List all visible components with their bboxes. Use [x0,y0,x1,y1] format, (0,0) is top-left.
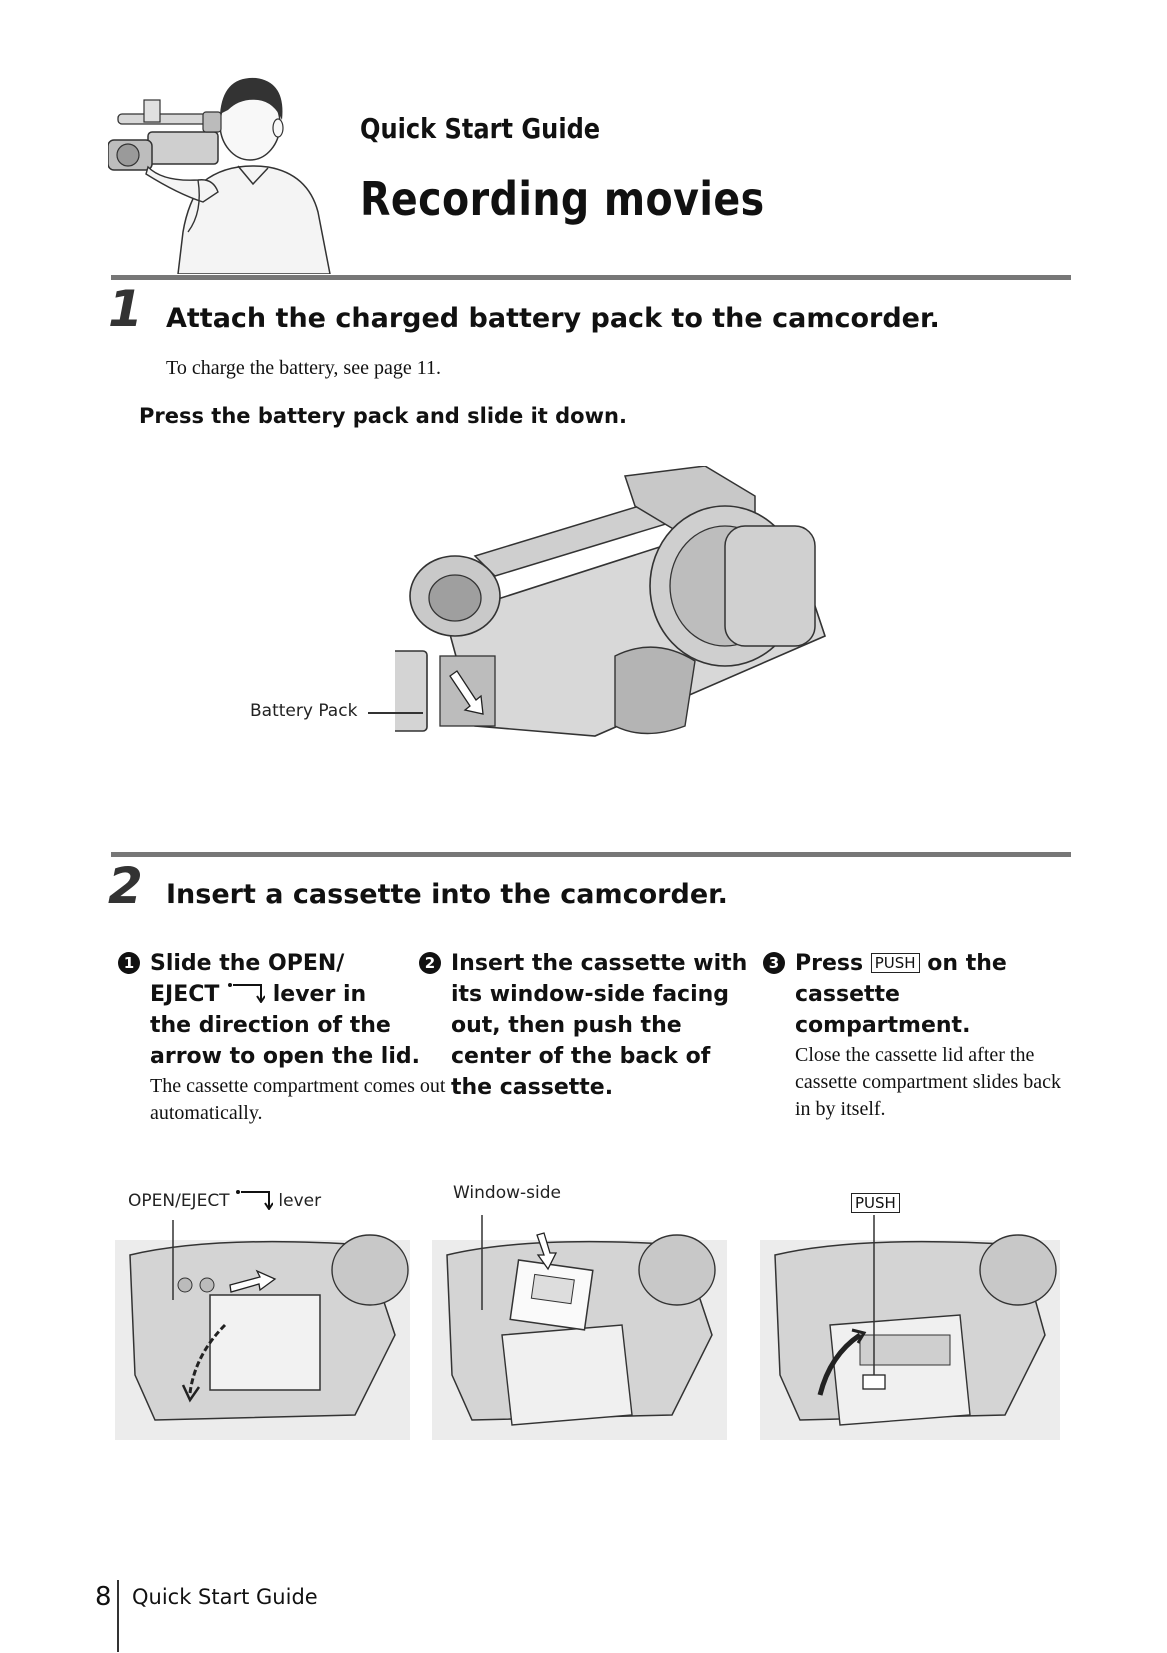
step-marker: 1 [118,952,140,974]
push-compartment-illustration [760,1215,1060,1440]
instruction-body: Close the cassette lid after the cassett… [795,1044,1062,1120]
step-marker: 2 [419,952,441,974]
instruction-column-3: 3 Press PUSH on the cassette compartment… [763,948,1075,1123]
section-divider [111,275,1071,280]
push-button-icon: PUSH [851,1193,900,1213]
instruction-column-1: 1 Slide the OPEN/ EJECT lever in the dir… [118,948,470,1127]
window-side-label: Window-side [453,1183,561,1203]
step-instruction: Press the battery pack and slide it down… [139,404,627,428]
open-eject-lever-label: OPEN/EJECT lever [128,1188,321,1211]
push-button-icon: PUSH [870,953,920,973]
instruction-body: The cassette compartment comes out autom… [150,1075,446,1124]
footer-label: Quick Start Guide [132,1585,318,1609]
camcorder-battery-illustration [395,466,826,737]
section-divider [111,852,1071,857]
open-eject-symbol-icon [235,1190,273,1210]
step-marker: 3 [763,952,785,974]
footer-divider [117,1580,119,1652]
battery-pack-label: Battery Pack [250,701,358,721]
header-kicker: Quick Start Guide [360,112,601,145]
page-number: 8 [95,1582,112,1612]
step-note: To charge the battery, see page 11. [166,357,441,379]
page-title: Recording movies [360,172,765,226]
instruction-heading: Press PUSH on the cassette compartment. [795,951,1007,1038]
instruction-heading: Slide the OPEN/ EJECT lever in the direc… [150,951,420,1069]
instruction-heading: Insert the cassette with its window-side… [451,951,748,1100]
open-lid-illustration [115,1220,410,1440]
battery-pack-leader-line [368,712,423,714]
instruction-column-2: 2 Insert the cassette with its window-si… [419,948,751,1103]
step-title: Insert a cassette into the camcorder. [166,879,728,910]
open-eject-symbol-icon [228,983,266,1003]
step-number: 2 [108,857,143,915]
step-number: 1 [108,280,143,338]
step-title: Attach the charged battery pack to the c… [166,303,940,334]
person-with-camcorder-illustration [108,77,331,274]
insert-cassette-illustration [432,1215,727,1440]
